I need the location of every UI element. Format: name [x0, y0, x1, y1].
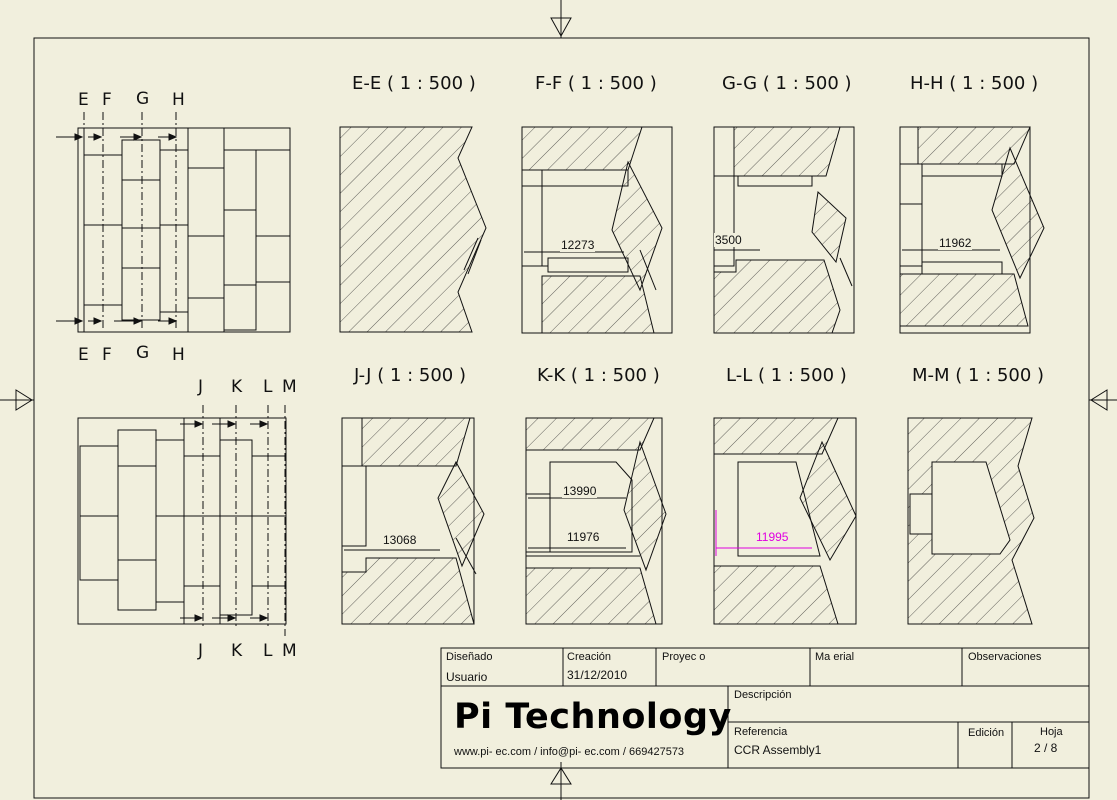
dimension-lines [344, 249, 1000, 551]
section-view-g [713, 126, 855, 334]
section-title-l: L-L ( 1 : 500 ) [726, 365, 847, 386]
designed-label: Diseñado [446, 651, 493, 663]
creation-label: Creación [567, 651, 612, 663]
observations-label: Observaciones [968, 651, 1042, 663]
material-label: Ma erial [815, 651, 855, 663]
section-title-m: M-M ( 1 : 500 ) [912, 365, 1045, 386]
section-title-j: J-J ( 1 : 500 ) [354, 365, 466, 386]
section-title-g: G-G ( 1 : 500 ) [722, 73, 852, 94]
cut-lines-top [56, 112, 178, 330]
edition-label: Edición [968, 727, 1005, 739]
elevation-view-bottom [77, 417, 287, 625]
cut-label-g-top: G [136, 89, 150, 109]
description-label: Descripción [734, 689, 792, 701]
cut-label-f-bottom: F [102, 345, 112, 365]
section-view-f [521, 126, 673, 334]
cut-label-l-bottom: L [263, 641, 273, 661]
sheet-label: Hoja [1040, 726, 1063, 738]
creation-value: 31/12/2010 [567, 668, 628, 682]
cut-label-k-top: K [231, 377, 243, 397]
section-view-e [339, 126, 487, 333]
section-view-m [907, 417, 1035, 625]
section-title-k: K-K ( 1 : 500 ) [537, 365, 660, 386]
designed-value: Usuario [446, 670, 488, 684]
dimension-k-lower: 11976 [566, 530, 601, 544]
cut-label-k-bottom: K [231, 641, 243, 661]
dimension-f: 12273 [560, 238, 596, 252]
section-view-k [525, 417, 667, 625]
cut-label-f-top: F [102, 90, 112, 110]
cut-label-j-top: J [198, 377, 204, 397]
dimension-l: 11995 [755, 530, 790, 544]
dimension-line-highlight [715, 510, 812, 556]
cut-label-m-top: M [282, 377, 297, 397]
dimension-g: 3500 [714, 233, 743, 247]
cut-label-l-top: L [263, 377, 273, 397]
elevation-view-top [77, 127, 291, 333]
reference-label: Referencia [734, 726, 788, 738]
section-title-h: H-H ( 1 : 500 ) [910, 73, 1039, 94]
cut-lines-bottom [180, 405, 286, 636]
cut-label-e-bottom: E [78, 345, 89, 365]
cut-label-h-top: H [172, 90, 185, 110]
section-title-e: E-E ( 1 : 500 ) [352, 73, 476, 94]
dimension-k-upper: 13990 [562, 484, 598, 498]
section-view-h [899, 126, 1045, 334]
dimension-j: 13068 [382, 533, 418, 547]
title-block [440, 647, 1090, 769]
dimension-h: 11962 [938, 236, 973, 250]
section-view-j [341, 417, 485, 625]
company-contact: www.pi- ec.com / info@pi- ec.com / 66942… [454, 746, 685, 758]
project-label: Proyec o [662, 651, 706, 663]
cut-label-e-top: E [78, 90, 89, 110]
cut-label-j-bottom: J [198, 641, 204, 661]
section-title-f: F-F ( 1 : 500 ) [535, 73, 657, 94]
section-view-l [713, 417, 857, 625]
sheet-value: 2 / 8 [1034, 741, 1058, 755]
cut-label-g-bottom: G [136, 343, 150, 363]
company-logo: Pi Technology [454, 697, 732, 737]
reference-value: CCR Assembly1 [734, 743, 822, 757]
cut-label-h-bottom: H [172, 345, 185, 365]
cut-label-m-bottom: M [282, 641, 297, 661]
